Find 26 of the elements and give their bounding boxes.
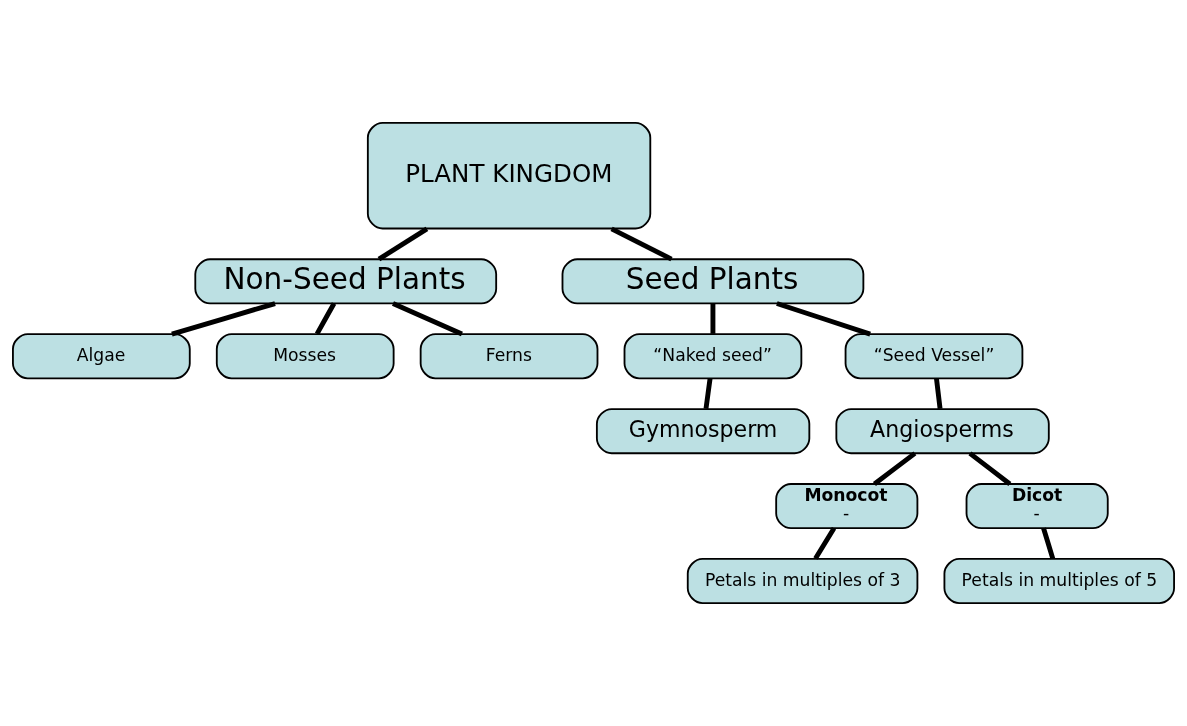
connector — [934, 378, 943, 410]
node-box: “Seed Vessel” — [844, 333, 1024, 380]
node-box: Non-Seed Plants — [194, 258, 498, 305]
node-box: Angiosperms — [835, 408, 1050, 455]
connector — [1041, 527, 1056, 560]
node-box: Mosses — [215, 333, 395, 380]
node-box: Ferns — [419, 333, 599, 380]
node-box: Seed Plants — [561, 258, 865, 305]
node-box: Dicot - — [965, 483, 1109, 530]
connector — [392, 301, 463, 337]
connector — [776, 301, 871, 337]
connector — [703, 378, 713, 410]
node-box: Monocot - — [775, 483, 919, 530]
connector — [813, 526, 837, 560]
node-box: Gymnosperm — [595, 408, 811, 455]
node-box: Petals in multiples of 3 — [686, 557, 919, 604]
connector — [968, 451, 1012, 486]
connector — [314, 302, 337, 336]
node-box: PLANT KINGDOM — [366, 122, 652, 230]
node-box: Algae — [12, 333, 191, 380]
node-box: “Naked seed” — [623, 333, 803, 380]
connector — [610, 226, 673, 262]
connector — [710, 303, 716, 334]
connector — [872, 451, 917, 486]
node-box: Petals in multiples of 5 — [943, 557, 1175, 604]
connector — [377, 226, 429, 262]
